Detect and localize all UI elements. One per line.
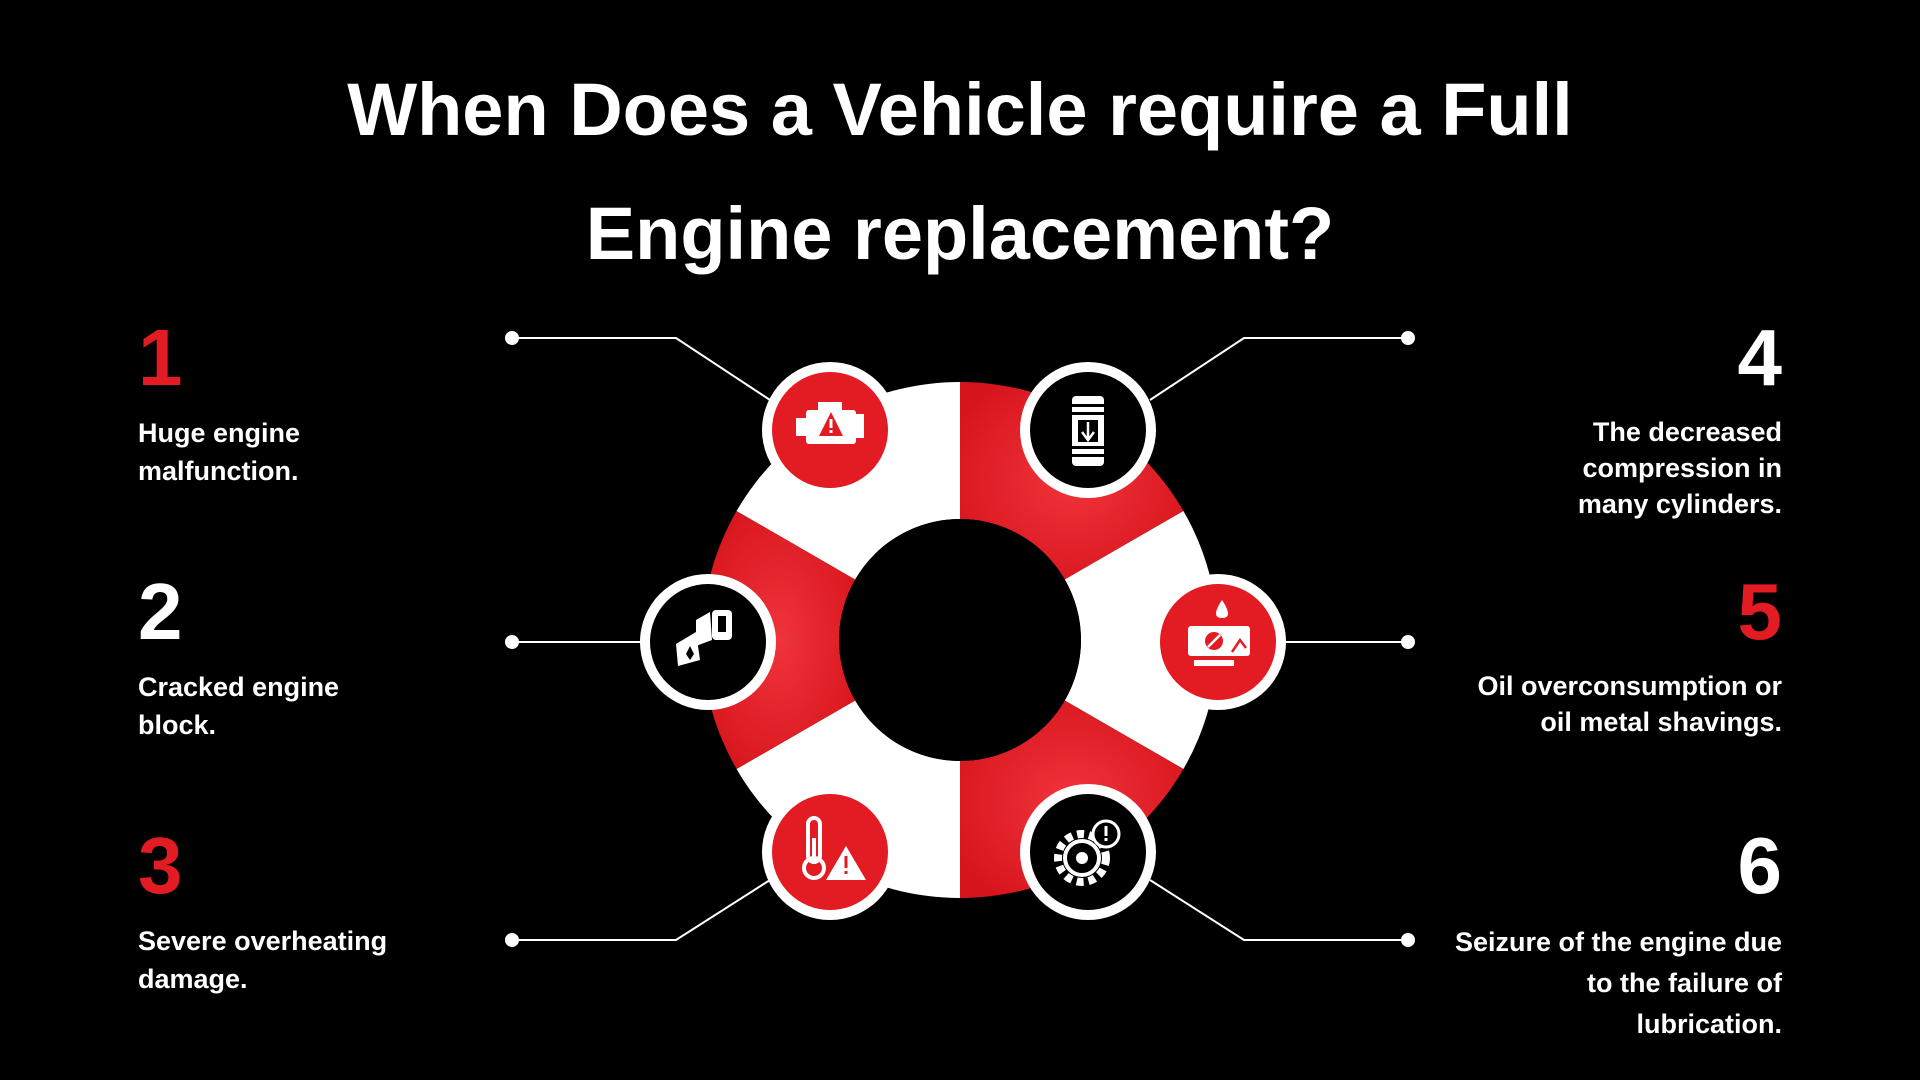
- item-4: 4 The decreased compression in many cyli…: [1362, 318, 1782, 522]
- item-2: 2 Cracked engine block.: [138, 572, 558, 744]
- connector-dot-3: [505, 933, 519, 947]
- gear-warning-icon: [1020, 784, 1156, 920]
- cracked-block-icon: [640, 574, 776, 710]
- connector-1: [512, 337, 771, 401]
- connector-4: [1149, 337, 1408, 401]
- item-1-number: 1: [138, 313, 183, 402]
- ring-segment-5: [701, 511, 856, 769]
- connector-6: [1149, 879, 1408, 941]
- item-6-text: Seizure of the engine due to the failure…: [1454, 927, 1782, 1039]
- item-3-number: 3: [138, 821, 183, 910]
- item-5: 5 Oil overconsumption or oil metal shavi…: [1362, 572, 1782, 740]
- item-3: 3 Severe overheating damage.: [138, 826, 558, 998]
- ring-segment-2: [1064, 511, 1218, 769]
- title-line-2: Engine replacement?: [585, 192, 1335, 275]
- cylinder-compression-icon: [1020, 362, 1156, 498]
- item-2-text: Cracked engine block.: [138, 672, 340, 740]
- engine-warning-icon: [762, 362, 898, 498]
- oil-drop-engine-icon: [1150, 574, 1286, 710]
- connector-dot-2: [505, 635, 519, 649]
- item-3-text: Severe overheating damage.: [138, 926, 388, 994]
- connector-3: [512, 879, 771, 941]
- item-4-text: The decreased compression in many cylind…: [1577, 417, 1782, 519]
- connector-dot-6: [1401, 933, 1415, 947]
- ring-hole: [839, 519, 1081, 761]
- item-2-number: 2: [138, 567, 183, 656]
- item-6-number: 6: [1737, 821, 1783, 910]
- connector-dot-1: [505, 331, 519, 345]
- page-title: When Does a Vehicle require a Full Engin…: [0, 48, 1920, 296]
- title-line-1: When Does a Vehicle require a Full: [347, 68, 1573, 151]
- item-1-text: Huge engine malfunction.: [138, 418, 301, 486]
- connector-dots: [505, 331, 1415, 947]
- connector-lines: [512, 337, 1408, 941]
- item-6: 6 Seizure of the engine due to the failu…: [1362, 826, 1782, 1045]
- item-5-text: Oil overconsumption or oil metal shaving…: [1477, 671, 1782, 737]
- connector-dot-4: [1401, 331, 1415, 345]
- item-1: 1 Huge engine malfunction.: [138, 318, 558, 490]
- item-5-number: 5: [1737, 567, 1783, 656]
- thermometer-warning-icon: [762, 784, 898, 920]
- connector-dot-5: [1401, 635, 1415, 649]
- item-4-number: 4: [1737, 313, 1783, 402]
